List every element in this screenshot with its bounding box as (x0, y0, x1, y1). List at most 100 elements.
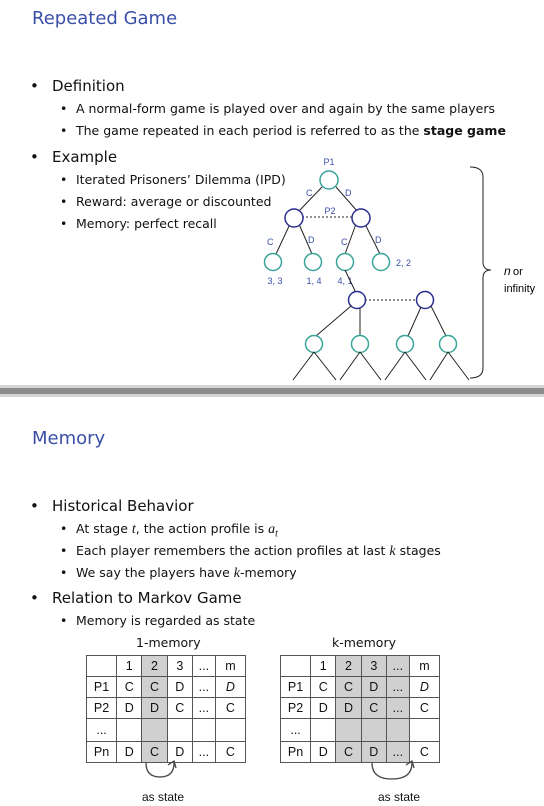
or-label: or (513, 266, 523, 278)
table-cell: ... (279, 718, 312, 742)
table-cell: 3 (166, 655, 193, 677)
table-cell: C (408, 697, 441, 719)
k-memory-title: k-memory (332, 635, 396, 650)
table-cell: C (360, 697, 387, 719)
table-cell: ... (385, 676, 410, 698)
table-cell (141, 718, 168, 742)
table-cell: ... (85, 718, 118, 742)
p2-label: P2 (324, 206, 335, 216)
table-cell: ... (385, 697, 410, 719)
slide-title: Memory (32, 428, 106, 449)
table-cell: C (310, 676, 337, 698)
table-cell: D (408, 676, 441, 698)
game-tree-diagram: P1 C D P2 C D C D 3, 3 1, 4 4, 1 2, 2 (263, 157, 536, 381)
table-cell: P1 (279, 676, 312, 698)
svg-text:C: C (306, 188, 313, 198)
table-cell (191, 718, 216, 742)
table-cell: ... (191, 655, 216, 677)
n-label: n (504, 264, 511, 278)
leaf-node (371, 252, 391, 272)
as-state-label: as state (142, 790, 185, 804)
table-cell (116, 718, 143, 742)
table-cell: C (141, 676, 168, 698)
slide-repeated-game: Repeated Game Definition A normal-form g… (0, 0, 544, 385)
leaf-node (304, 334, 324, 354)
payoff-label: 1, 4 (306, 276, 321, 286)
table-cell: C (141, 741, 168, 763)
leaf-node (303, 252, 323, 272)
p1-label: P1 (323, 157, 334, 167)
table-cell: 2 (335, 655, 362, 677)
p1-root-node (319, 170, 339, 190)
table-cell: ... (385, 741, 410, 763)
curved-arrow-icon (145, 759, 177, 778)
table-cell: D (310, 741, 337, 763)
table-cell (310, 718, 337, 742)
table-cell (408, 718, 441, 742)
svg-text:D: D (345, 188, 352, 198)
table-cell: D (310, 697, 337, 719)
table-cell (214, 718, 247, 742)
table-cell: P2 (279, 697, 312, 719)
table-cell: C (335, 676, 362, 698)
slide-memory: Memory Historical Behavior At stage t, t… (0, 397, 544, 806)
table-row: ... (85, 718, 247, 742)
table-cell: D (335, 697, 362, 719)
table-cell: C (408, 741, 441, 763)
table-cell: Pn (279, 741, 312, 763)
payoff-label: 3, 3 (267, 276, 282, 286)
table-cell: D (360, 676, 387, 698)
table-cell: 2 (141, 655, 168, 677)
table-cell: 3 (360, 655, 387, 677)
table-cell: C (214, 741, 247, 763)
p2-left-node (284, 208, 304, 228)
table-cell: P2 (85, 697, 118, 719)
leaf-node (350, 334, 370, 354)
table-cell: C (214, 697, 247, 719)
table-cell: 1 (310, 655, 337, 677)
table-cell (385, 718, 410, 742)
stage2-node (415, 290, 435, 310)
leaf-node (395, 334, 415, 354)
payoff-label: 4, 1 (337, 276, 352, 286)
table-cell: C (166, 697, 193, 719)
table-cell: 1 (116, 655, 143, 677)
table-cell: Pn (85, 741, 118, 763)
slide-title: Repeated Game (32, 8, 178, 29)
table-cell: m (214, 655, 247, 677)
table-cell: D (116, 741, 143, 763)
table-cell (279, 655, 312, 677)
leaf-node (438, 334, 458, 354)
leaf-node (335, 252, 355, 272)
table-cell: ... (191, 741, 216, 763)
table-cell: D (360, 741, 387, 763)
table-cell: C (116, 676, 143, 698)
table-cell: D (141, 697, 168, 719)
svg-text:D: D (375, 235, 382, 245)
table-cell: D (166, 676, 193, 698)
table-cell: P1 (85, 676, 118, 698)
table-cell (335, 718, 362, 742)
table-row: ... (279, 718, 441, 742)
svg-text:C: C (267, 237, 274, 247)
table-cell: ... (191, 676, 216, 698)
slide-separator (0, 385, 544, 397)
table-cell: C (335, 741, 362, 763)
payoff-label: 2, 2 (396, 258, 411, 268)
stage2-node (347, 290, 367, 310)
svg-text:C: C (341, 237, 348, 247)
as-state-label: as state (378, 790, 421, 804)
table-cell (85, 655, 118, 677)
table-cell: D (166, 741, 193, 763)
table-cell (166, 718, 193, 742)
one-memory-title: 1-memory (136, 635, 201, 650)
